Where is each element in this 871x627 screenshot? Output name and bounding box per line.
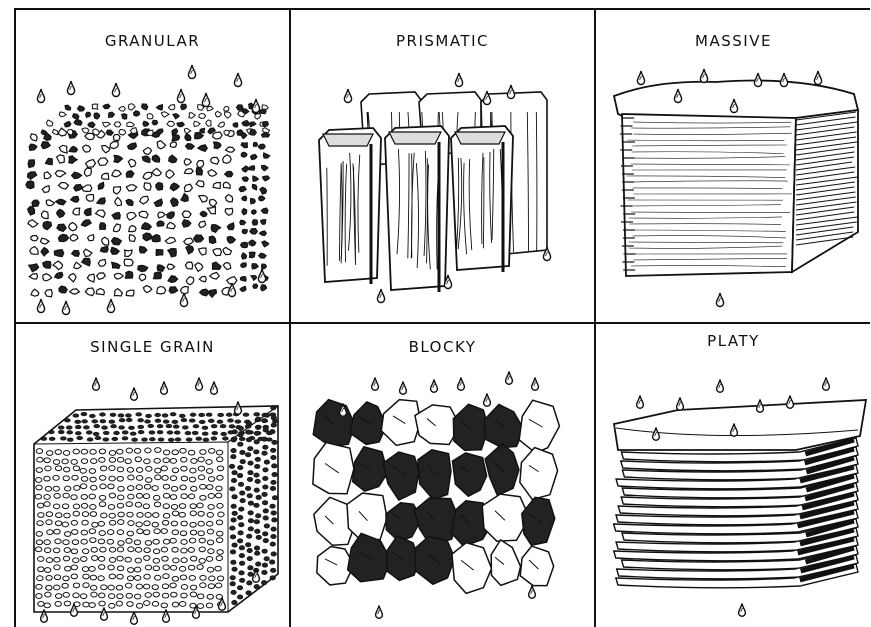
water-drop-icon [483, 91, 490, 105]
platy-structure-icon [596, 324, 871, 627]
panel-blocky: BLOCKY [291, 324, 594, 627]
water-drop-icon [211, 382, 218, 395]
water-drop-icon [234, 73, 241, 87]
water-drop-icon [780, 73, 787, 87]
panel-platy: PLATY [596, 324, 871, 627]
water-drop-icon [677, 398, 684, 411]
blocky-structure-icon [291, 324, 594, 627]
water-drop-icon [372, 378, 379, 391]
water-drop-icon [112, 83, 119, 97]
water-drop-icon [431, 380, 438, 393]
water-drop-icon [196, 378, 203, 391]
water-drop-icon [506, 372, 513, 385]
water-drop-icon [400, 382, 407, 395]
panel-single-grain: SINGLE GRAIN [16, 324, 289, 627]
water-drop-icon [67, 81, 74, 95]
water-drop-icon [787, 396, 794, 409]
granular-structure-icon [16, 10, 289, 322]
water-drop-icon [507, 85, 514, 99]
panel-prismatic: PRISMATIC [291, 10, 594, 322]
water-drop-icon [188, 65, 195, 79]
water-drop-icon [161, 382, 168, 395]
water-drop-icon [62, 301, 69, 315]
water-drop-icon [131, 388, 138, 401]
water-drop-icon [177, 89, 184, 103]
water-drop-icon [344, 89, 351, 103]
water-drop-icon [377, 289, 384, 303]
prismatic-structure-icon [291, 10, 594, 322]
water-drop-icon [455, 73, 462, 87]
water-drop-icon [202, 93, 209, 107]
water-drop-icon [93, 378, 100, 391]
panel-granular: GRANULAR [16, 10, 289, 322]
panel-massive: MASSIVE [596, 10, 871, 322]
single-grain-structure-icon [16, 324, 289, 627]
water-drop-icon [717, 380, 724, 393]
water-drop-icon [754, 73, 761, 87]
water-drop-icon [532, 378, 539, 391]
water-drop-icon [529, 586, 536, 599]
water-drop-icon [235, 402, 242, 415]
water-drop-icon [700, 69, 707, 83]
massive-structure-icon [596, 10, 871, 322]
water-drop-icon [131, 612, 138, 625]
water-drop-icon [814, 71, 821, 85]
water-drop-icon [739, 604, 746, 617]
water-drop-icon [458, 378, 465, 391]
water-drop-icon [716, 293, 723, 307]
water-drop-icon [637, 71, 644, 85]
water-drop-icon [484, 394, 491, 407]
water-drop-icon [757, 400, 764, 413]
water-drop-icon [37, 89, 44, 103]
water-drop-icon [637, 396, 644, 409]
water-drop-icon [823, 378, 830, 391]
water-drop-icon [376, 606, 383, 619]
